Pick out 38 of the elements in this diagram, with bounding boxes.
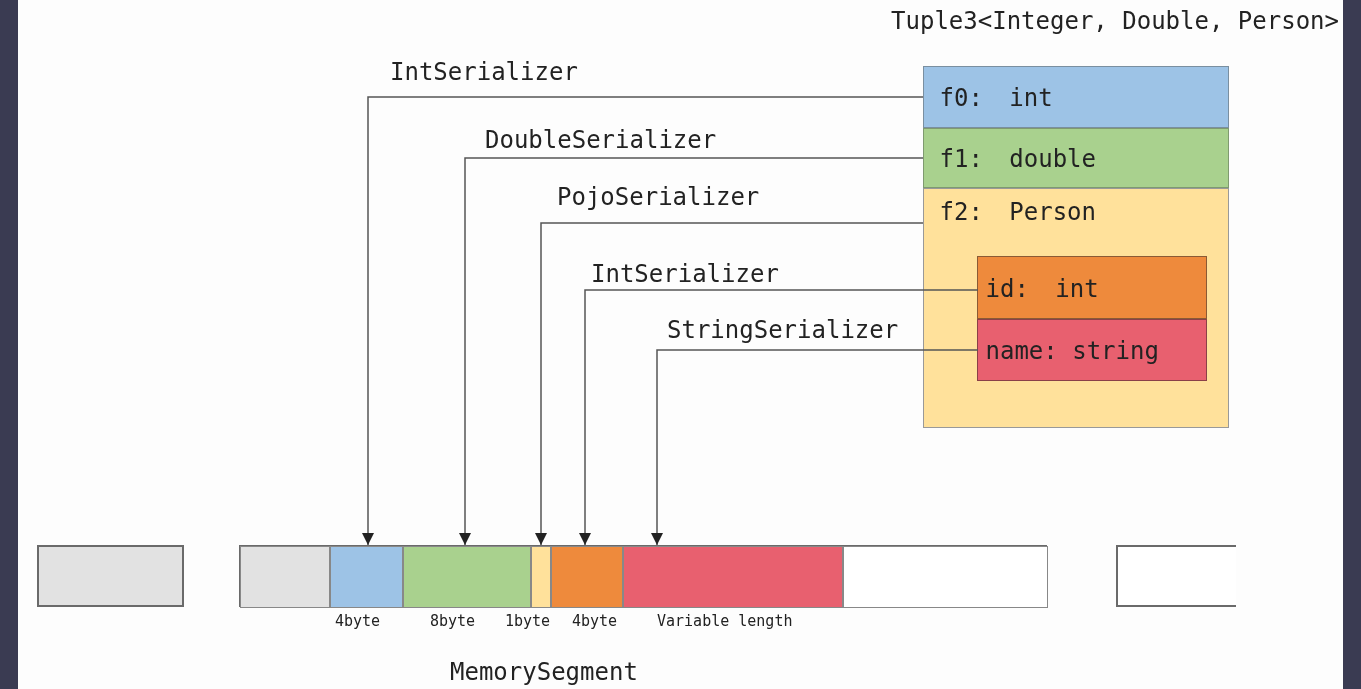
edge-label: PojoSerializer <box>557 185 760 209</box>
field-label: f2: Person <box>939 199 1096 224</box>
field-label: f0: int <box>939 85 1053 110</box>
segment-block <box>329 545 403 608</box>
segment-block <box>530 545 551 608</box>
arrow <box>579 289 979 546</box>
person-box <box>977 256 1207 381</box>
memory-segment-bar <box>37 545 184 607</box>
memory-segment-bar <box>239 545 1047 607</box>
edge-label: DoubleSerializer <box>485 128 717 152</box>
edge-label: IntSerializer <box>591 262 779 286</box>
segment-block <box>842 545 1048 608</box>
field-label: name: string <box>985 338 1159 363</box>
size-label: 4byte <box>335 614 381 629</box>
arrow <box>651 349 979 546</box>
field-band <box>922 127 1229 188</box>
field-band <box>976 255 1207 319</box>
segment-block <box>550 545 623 608</box>
segment-caption: MemorySegment <box>450 660 638 684</box>
segment-block <box>239 545 330 608</box>
segment-block <box>402 545 531 608</box>
arrow <box>459 157 924 546</box>
field-band <box>976 318 1207 381</box>
size-label: 1byte <box>505 614 551 629</box>
field-label: id: int <box>985 276 1099 301</box>
size-label: 4byte <box>572 614 618 629</box>
arrow <box>535 222 924 546</box>
field-band <box>922 65 1229 128</box>
field-label: f1: double <box>939 146 1096 171</box>
edge-label: StringSerializer <box>667 318 899 342</box>
size-label: Variable length <box>657 614 793 629</box>
edge-label: IntSerializer <box>390 60 578 84</box>
memory-segment-bar <box>1116 545 1236 607</box>
arrow <box>362 96 924 546</box>
tuple-title: Tuple3<Integer, Double, Person> <box>890 9 1339 33</box>
size-label: 8byte <box>430 614 476 629</box>
segment-block <box>622 545 843 608</box>
field-band <box>922 187 1229 428</box>
